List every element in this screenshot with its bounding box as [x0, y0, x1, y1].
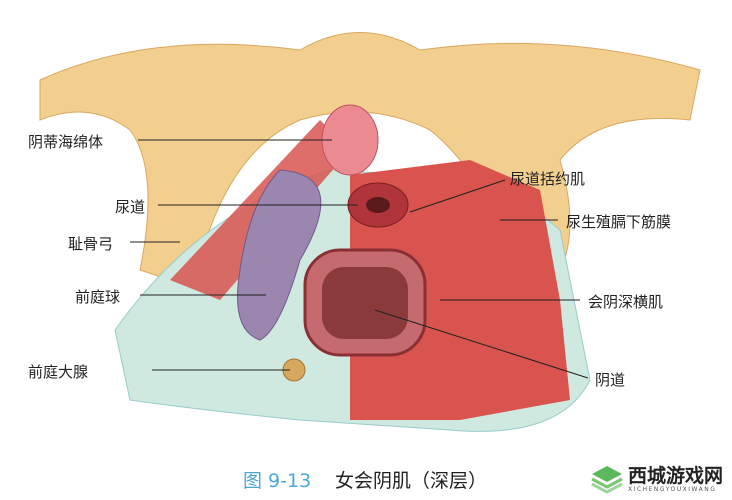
label-urethra: 尿道 [115, 198, 146, 216]
label-vagina: 阴道 [595, 371, 626, 389]
watermark-logo: 西城游戏网 XICHENGYOUXIWANG [590, 464, 723, 494]
label-deep-transverse-perineal: 会阴深横肌 [588, 293, 664, 311]
label-greater-vestibular-gland: 前庭大腺 [28, 363, 89, 381]
label-clitoral-body: 阴蒂海绵体 [28, 133, 104, 151]
leader-lines [130, 139, 589, 379]
figure-title: 女会阴肌（深层） [335, 470, 488, 492]
label-inferior-fascia: 尿生殖膈下筋膜 [566, 213, 672, 231]
vestibular-bulb [237, 169, 322, 341]
label-urethral-sphincter: 尿道括约肌 [510, 170, 586, 188]
logo-icon [591, 466, 623, 494]
figure-number: 图 9-13 [243, 470, 312, 492]
logo-name: 西城游戏网 [628, 464, 724, 487]
logo-subtitle: XICHENGYOUXIWANG [628, 485, 717, 493]
label-vestibular-bulb: 前庭球 [75, 288, 121, 306]
label-pubic-arch: 耻骨弓 [68, 235, 114, 253]
